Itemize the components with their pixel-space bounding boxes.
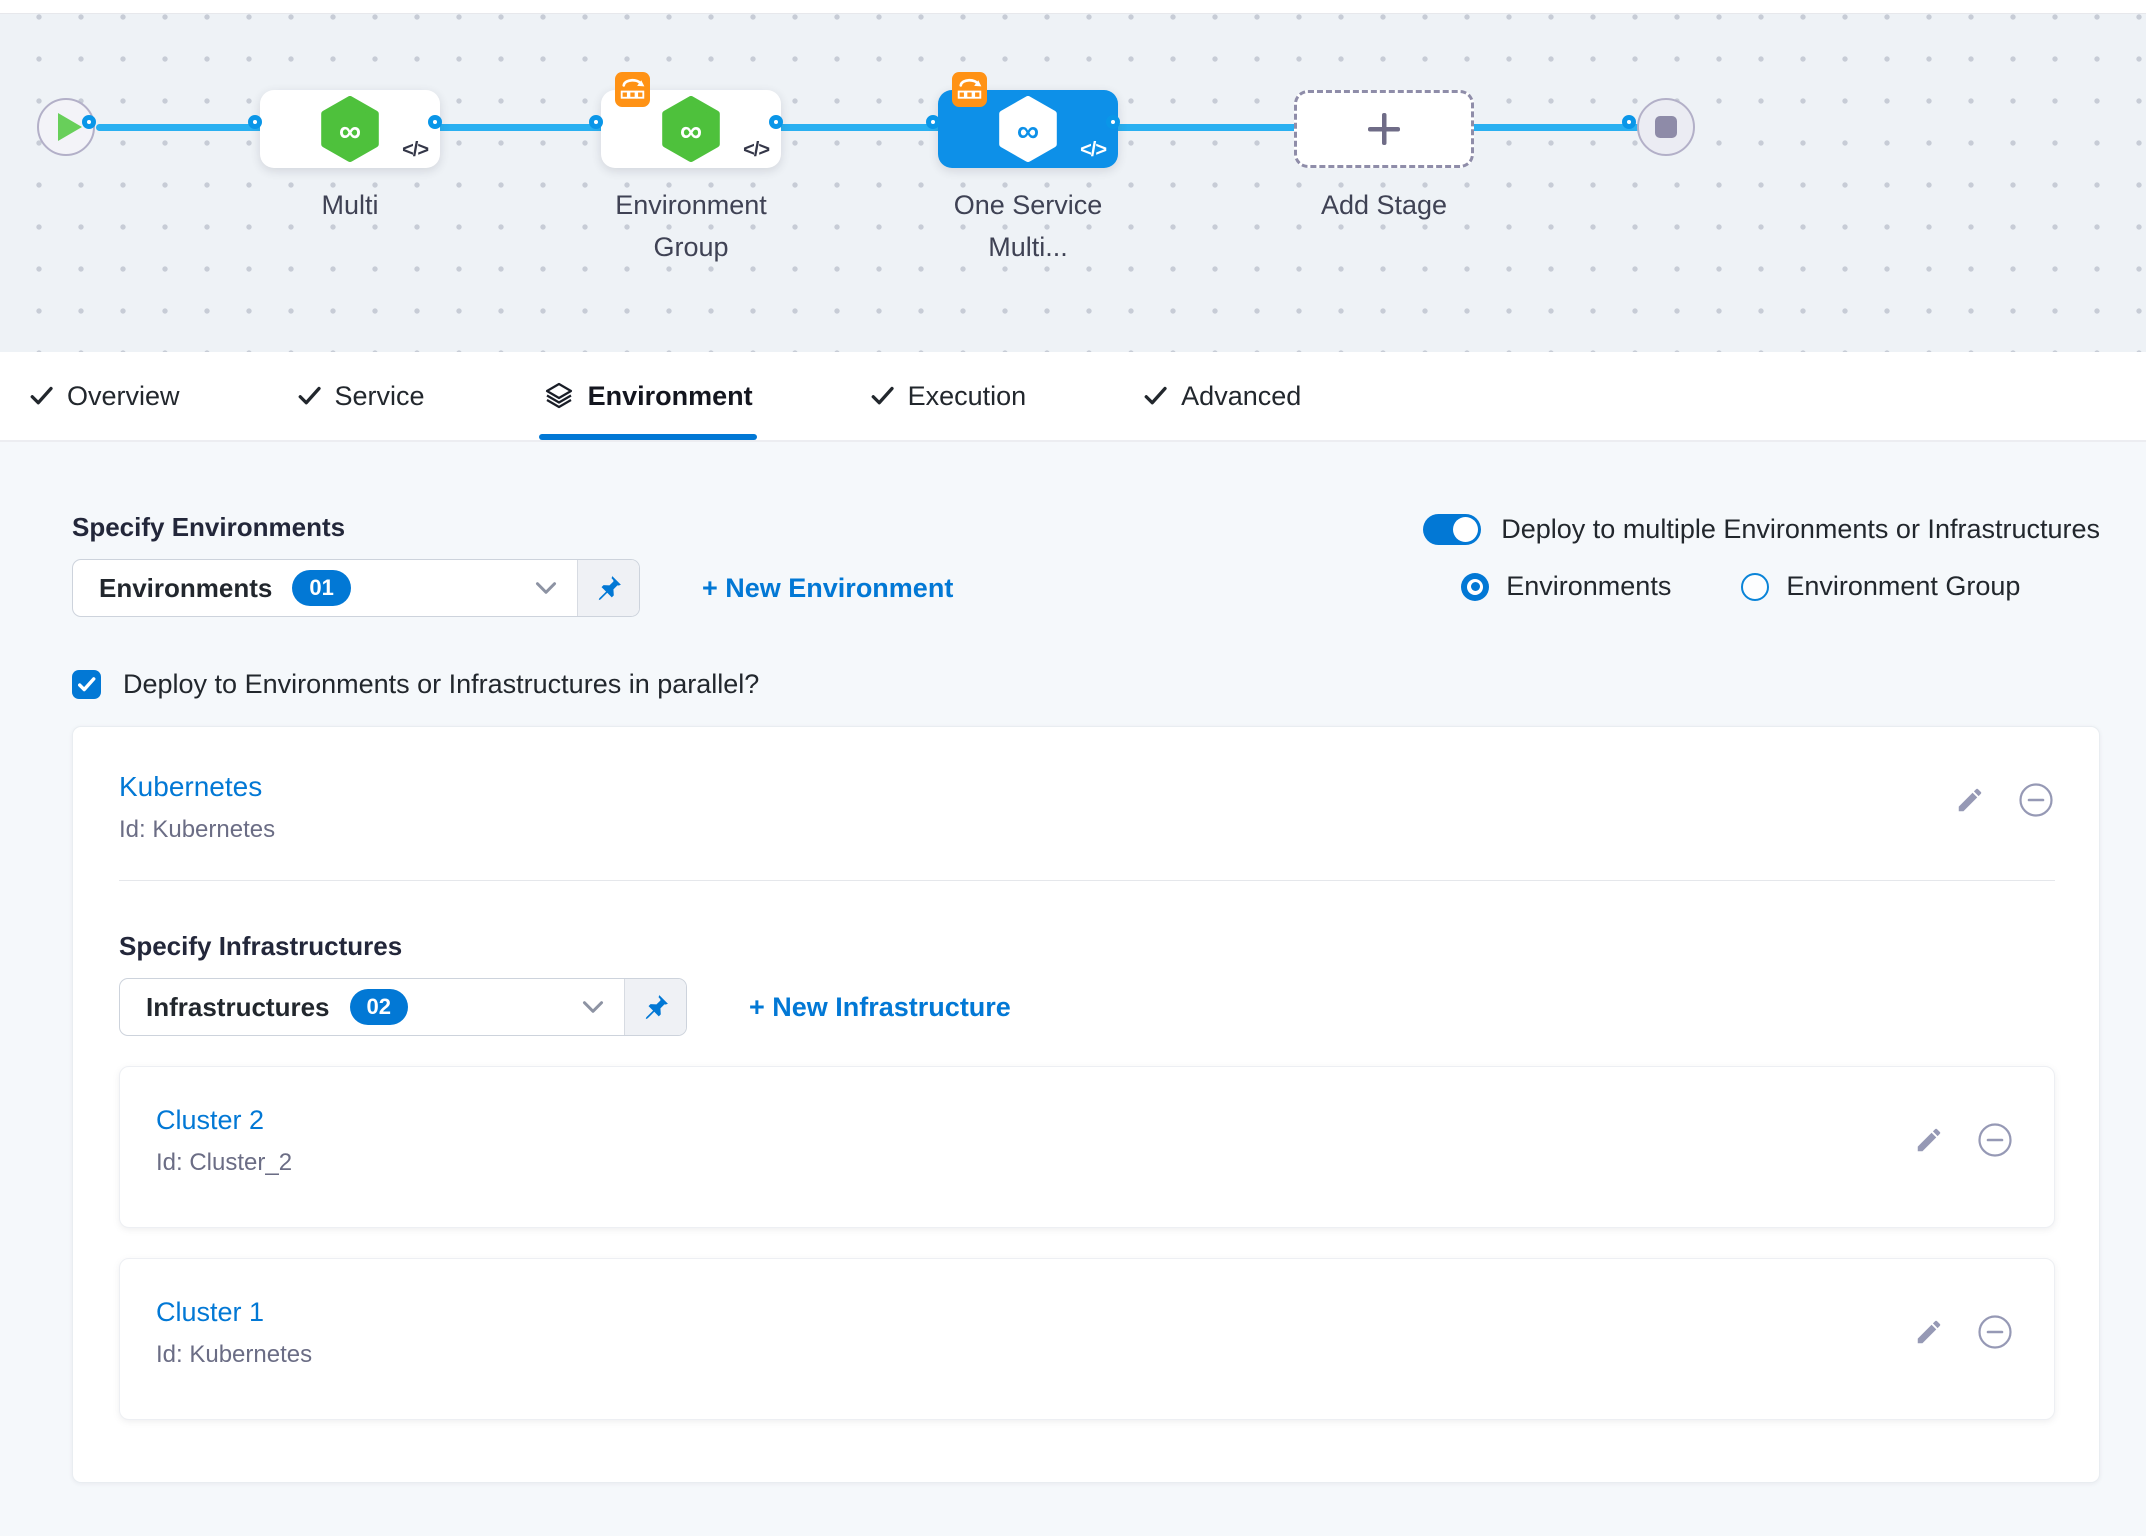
stage-card-multi[interactable]: ∞ </> (260, 90, 440, 168)
parallel-deploy-checkbox[interactable] (72, 670, 101, 699)
pencil-icon (1914, 1125, 1944, 1155)
specify-infrastructures-label: Specify Infrastructures (119, 931, 2055, 962)
environments-dropdown-value: Environments (99, 573, 272, 604)
layers-icon (543, 380, 575, 412)
tab-environment[interactable]: Environment (543, 352, 753, 440)
minus-circle-icon (2018, 782, 2054, 818)
connector-dot (428, 115, 442, 129)
radio-environment-group-label: Environment Group (1786, 571, 2020, 602)
connector-dot (589, 115, 603, 129)
svg-text:∞: ∞ (339, 113, 361, 148)
pushpin-icon (595, 574, 623, 602)
edit-infrastructure-button[interactable] (1910, 1121, 1948, 1159)
radio-environments[interactable]: Environments (1461, 571, 1671, 602)
infinity-hexagon-icon: ∞ (997, 96, 1059, 162)
svg-text:∞: ∞ (680, 113, 702, 148)
radio-environments-label: Environments (1506, 571, 1671, 602)
rolling-deploy-badge-icon (615, 72, 650, 107)
check-icon (871, 386, 895, 406)
radio-environment-group[interactable]: Environment Group (1741, 571, 2020, 602)
pencil-icon (1914, 1317, 1944, 1347)
connector-dot (1622, 115, 1636, 129)
remove-infrastructure-button[interactable] (1976, 1313, 2014, 1351)
pipeline-canvas: ∞ </> Multi ∞ </> Environment Group (0, 14, 2146, 352)
infrastructure-id-text: Id: Kubernetes (156, 1341, 312, 1369)
pushpin-icon (642, 993, 670, 1021)
tab-overview[interactable]: Overview (30, 352, 180, 440)
infrastructure-id-text: Id: Cluster_2 (156, 1149, 292, 1177)
radio-selected-icon (1461, 573, 1489, 601)
code-chevrons-icon: </> (743, 139, 769, 162)
top-strip (0, 0, 2146, 14)
specify-environments-block: Specify Environments Environments 01 (72, 512, 953, 617)
tab-service[interactable]: Service (298, 352, 425, 440)
connector-dot (248, 115, 262, 129)
check-icon (30, 386, 54, 406)
play-icon (58, 113, 82, 141)
infrastructures-count-badge: 02 (350, 989, 408, 1025)
rolling-deploy-badge-icon (952, 72, 987, 107)
connector-dot (926, 115, 940, 129)
parallel-deploy-checkbox-label: Deploy to Environments or Infrastructure… (123, 669, 759, 700)
infrastructures-dropdown-value: Infrastructures (146, 992, 330, 1023)
add-stage-button[interactable] (1294, 90, 1474, 168)
edit-environment-button[interactable] (1951, 781, 1989, 819)
multi-deploy-toggle[interactable] (1423, 514, 1481, 545)
new-infrastructure-link[interactable]: + New Infrastructure (749, 992, 1011, 1023)
new-environment-link[interactable]: + New Environment (702, 573, 953, 604)
svg-text:∞: ∞ (1017, 113, 1039, 148)
tab-advanced[interactable]: Advanced (1144, 352, 1301, 440)
stage-label-environment-group: Environment Group (615, 184, 767, 268)
environment-id-text: Id: Kubernetes (119, 816, 275, 844)
specify-environments-label: Specify Environments (72, 512, 953, 543)
infinity-hexagon-icon: ∞ (319, 96, 381, 162)
chevron-down-icon (582, 1000, 604, 1014)
stop-icon (1655, 116, 1677, 138)
remove-infrastructure-button[interactable] (1976, 1121, 2014, 1159)
connector-dot (82, 115, 96, 129)
plus-icon (1362, 107, 1406, 151)
add-stage-label: Add Stage (1321, 184, 1447, 226)
pin-dropdown-button[interactable] (577, 560, 639, 616)
stage-label-multi: Multi (321, 184, 378, 226)
connector-dot (769, 115, 783, 129)
environment-card-kubernetes: Kubernetes Id: Kubernetes (72, 726, 2100, 1483)
code-chevrons-icon: </> (1080, 139, 1106, 162)
radio-unselected-icon (1741, 573, 1769, 601)
environment-tab-content: Specify Environments Environments 01 (0, 442, 2146, 1536)
multi-deploy-toggle-label: Deploy to multiple Environments or Infra… (1501, 514, 2100, 545)
infinity-hexagon-icon: ∞ (660, 96, 722, 162)
pin-dropdown-button[interactable] (624, 979, 686, 1035)
code-chevrons-icon: </> (402, 139, 428, 162)
pipeline-end-node (1637, 98, 1695, 156)
pencil-icon (1955, 785, 1985, 815)
chevron-down-icon (535, 581, 557, 595)
check-icon (298, 386, 322, 406)
tab-execution[interactable]: Execution (871, 352, 1027, 440)
environments-dropdown[interactable]: Environments 01 (72, 559, 640, 617)
multi-deploy-block: Deploy to multiple Environments or Infra… (1423, 512, 2100, 602)
infrastructure-name-link[interactable]: Cluster 2 (156, 1105, 292, 1136)
environments-count-badge: 01 (292, 570, 350, 606)
minus-circle-icon (1977, 1122, 2013, 1158)
connector-dot (1106, 115, 1120, 129)
edit-infrastructure-button[interactable] (1910, 1313, 1948, 1351)
infrastructure-card-cluster-1: Cluster 1 Id: Kubernetes (119, 1258, 2055, 1420)
check-icon (78, 677, 96, 692)
check-icon (1144, 386, 1168, 406)
environment-name-link[interactable]: Kubernetes (119, 771, 275, 803)
infrastructure-name-link[interactable]: Cluster 1 (156, 1297, 312, 1328)
card-divider (119, 880, 2055, 881)
minus-circle-icon (1977, 1314, 2013, 1350)
infrastructure-card-cluster-2: Cluster 2 Id: Cluster_2 (119, 1066, 2055, 1228)
stage-tabbar: Overview Service Environment Execution (0, 352, 2146, 442)
remove-environment-button[interactable] (2017, 781, 2055, 819)
infrastructures-dropdown[interactable]: Infrastructures 02 (119, 978, 687, 1036)
stage-label-one-service-multi: One Service Multi... (954, 184, 1103, 268)
